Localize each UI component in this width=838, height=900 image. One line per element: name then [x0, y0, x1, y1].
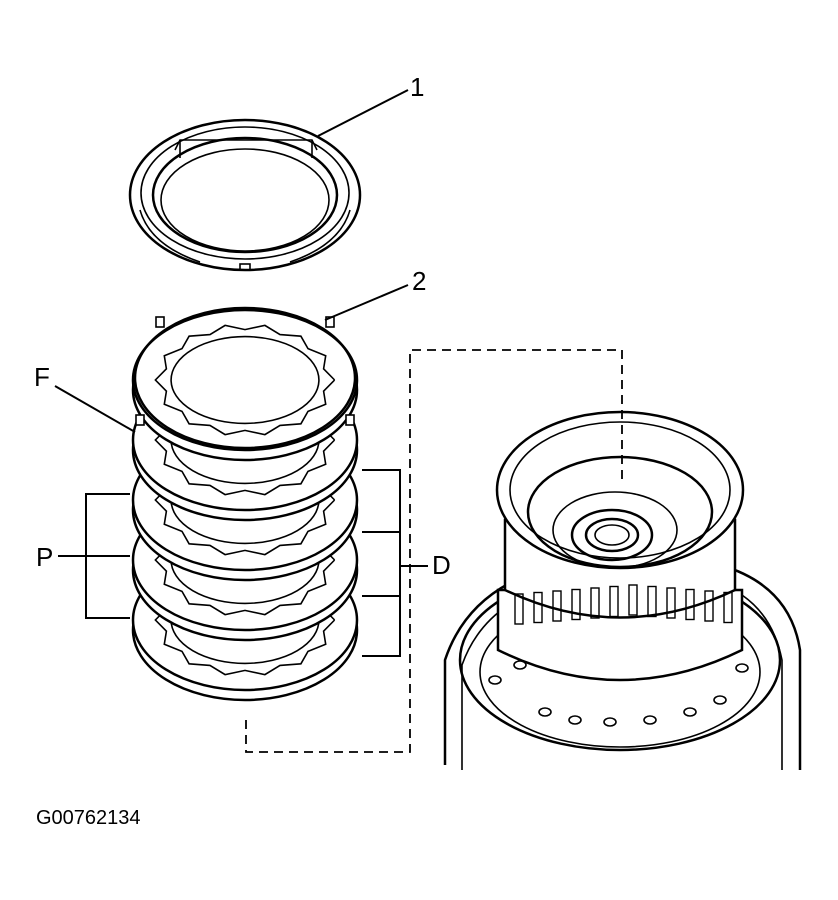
- spline-slot: [628, 584, 638, 616]
- leader-f: [54, 385, 136, 433]
- case-hole: [488, 675, 502, 685]
- case-hole: [643, 715, 657, 725]
- case-hole: [683, 707, 697, 717]
- case-hole: [538, 707, 552, 717]
- pressure-plate: [133, 306, 357, 450]
- callout-1: 1: [410, 72, 424, 102]
- callout-2: 2: [412, 266, 426, 296]
- clutch-plate: [131, 308, 359, 462]
- case-hole: [513, 660, 527, 670]
- spline-slot: [552, 590, 562, 622]
- case-hole: [568, 715, 582, 725]
- callout-f: F: [34, 362, 50, 392]
- spline-slot: [723, 591, 733, 624]
- spline-slot: [590, 587, 600, 619]
- spline-slot: [685, 588, 695, 621]
- leader-1: [317, 89, 409, 137]
- bracket-d: [362, 469, 428, 657]
- clutch-housing: [443, 410, 802, 770]
- callout-d: D: [432, 550, 451, 580]
- spline-slot: [647, 585, 657, 618]
- figure-id: G00762134: [36, 807, 141, 829]
- case-hole: [603, 717, 617, 727]
- clutch-plate-stack: [131, 306, 359, 702]
- spline-slot: [514, 593, 524, 625]
- spline-slot: [533, 591, 543, 624]
- spline-slot: [571, 588, 581, 621]
- snap-ring: [128, 118, 362, 272]
- case-hole: [735, 663, 749, 673]
- spline-slot: [704, 590, 714, 622]
- leader-2: [324, 284, 409, 321]
- case-hole: [713, 695, 727, 705]
- bracket-p: [58, 493, 130, 619]
- assembly-path-dashed: [245, 349, 623, 753]
- callout-p: P: [36, 542, 53, 572]
- housing-splines: [514, 584, 733, 625]
- case-holes: [488, 660, 749, 727]
- spline-slot: [666, 587, 676, 619]
- spline-slot: [609, 585, 619, 618]
